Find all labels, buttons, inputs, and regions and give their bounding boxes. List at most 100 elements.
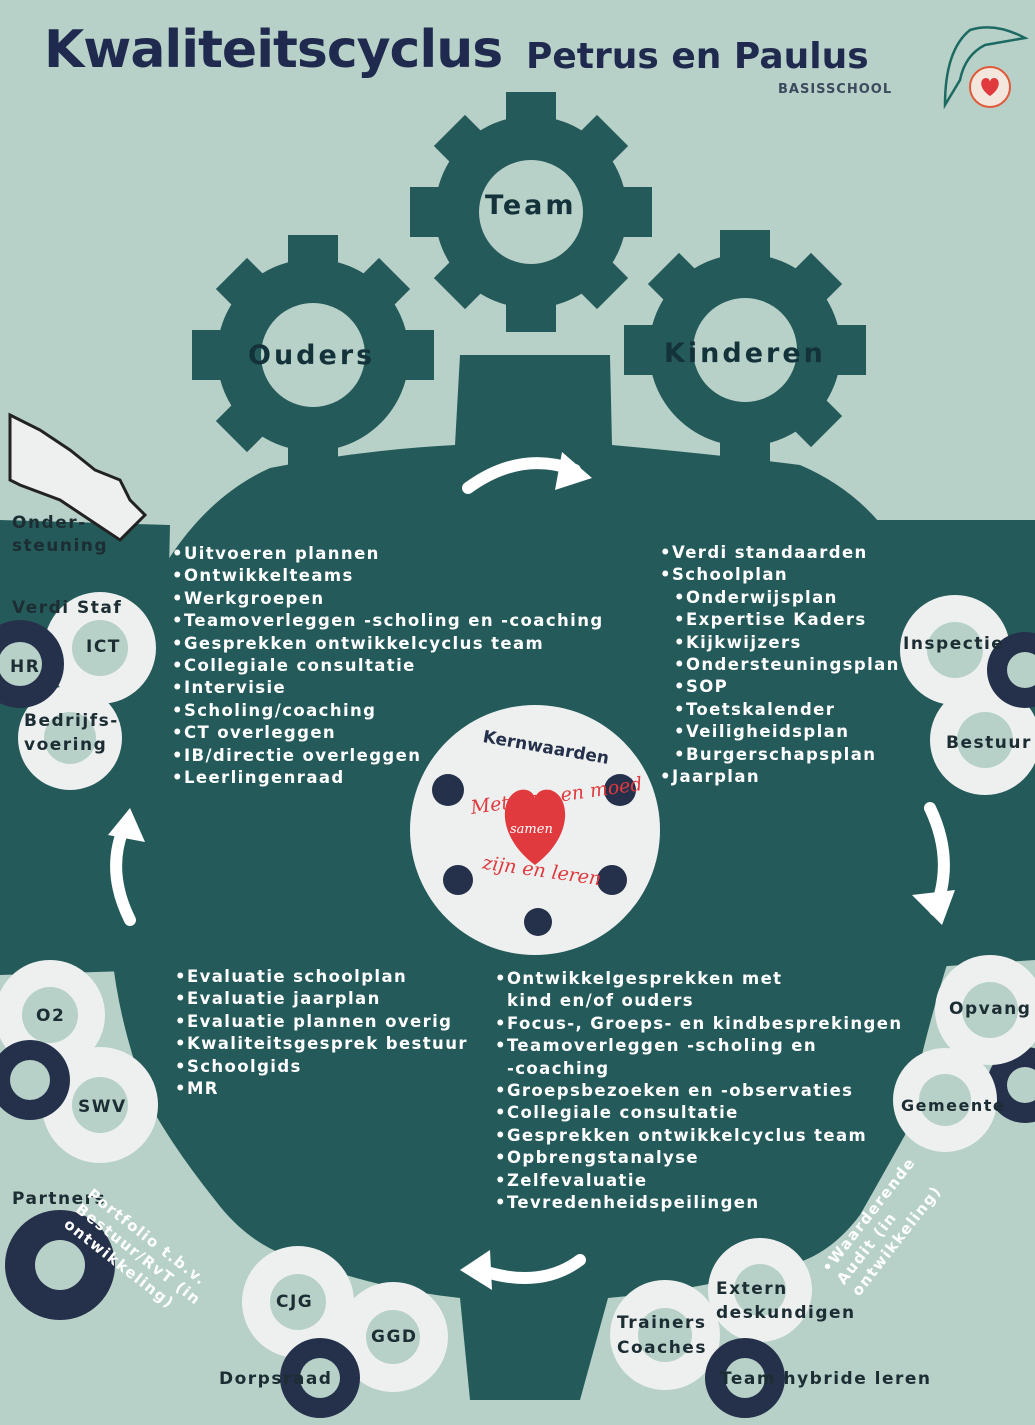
gear-partners-dark bbox=[0, 1040, 115, 1320]
verdi-staf-label: Verdi Staf bbox=[12, 598, 123, 618]
gear-kinderen bbox=[624, 230, 866, 470]
arrow-top-head-icon bbox=[555, 452, 592, 490]
arrow-bottom-icon bbox=[474, 1254, 586, 1284]
gear-cjg bbox=[242, 1246, 354, 1358]
list-item: •Gesprekken ontwikkelcyclus team bbox=[495, 1125, 868, 1145]
list-item: kind en/of ouders bbox=[507, 991, 694, 1011]
gemeente-label: Gemeente bbox=[901, 1096, 1006, 1115]
gear-label-ouders: Ouders bbox=[248, 340, 376, 371]
gear-hr bbox=[0, 620, 64, 708]
ggd-label: GGD bbox=[371, 1327, 418, 1347]
list-item: •Tevredenheidspeilingen bbox=[495, 1193, 760, 1213]
swv-label: SWV bbox=[78, 1097, 127, 1117]
list-item: •Expertise Kaders bbox=[674, 610, 867, 630]
gear-label-kinderen: Kinderen bbox=[664, 338, 826, 369]
gear-ouders bbox=[192, 235, 434, 475]
gear-team bbox=[410, 92, 652, 332]
list-item: •Toetskalender bbox=[674, 699, 836, 719]
bedrijfsvoering-label-2: voering bbox=[24, 735, 108, 755]
list-item: •Groepsbezoeken en -observaties bbox=[495, 1081, 854, 1101]
gear-bestuur bbox=[930, 685, 1035, 795]
list-item: •IB/directie overleggen bbox=[172, 745, 422, 765]
gear-gemeente bbox=[893, 1048, 997, 1152]
team-hybride-label: Team hybride leren bbox=[720, 1369, 932, 1389]
leaf-icon bbox=[604, 774, 636, 806]
extern-label-1: Extern bbox=[716, 1279, 788, 1299]
list-item: •Opbrengstanalyse bbox=[495, 1148, 700, 1168]
hr-label: HR bbox=[10, 657, 41, 677]
opvang-label: Opvang bbox=[949, 999, 1032, 1019]
list-plannen: •Verdi standaarden •Schoolplan•Onderwijsp… bbox=[660, 542, 900, 788]
list-item: •Collegiale consultatie bbox=[172, 656, 416, 676]
bird-logo-icon bbox=[943, 26, 1029, 110]
leaf-icon bbox=[443, 865, 473, 895]
list-item: •Evaluatie plannen overig bbox=[175, 1011, 453, 1031]
trainers-label: Trainers bbox=[617, 1313, 707, 1333]
list-item: •Burgerschapsplan bbox=[674, 744, 877, 764]
school-name: Petrus en Paulus bbox=[526, 36, 869, 77]
gear-right-dark bbox=[987, 632, 1035, 1123]
coaches-label: Coaches bbox=[617, 1338, 707, 1358]
list-evaluatie: •Evaluatie schoolplan•Evaluatie jaarplan… bbox=[175, 966, 468, 1100]
list-item: •Evaluatie jaarplan bbox=[175, 989, 381, 1009]
list-item: •MR bbox=[175, 1079, 219, 1099]
logo-heart-icon bbox=[981, 78, 999, 96]
gear-opvang bbox=[935, 955, 1035, 1065]
cjg-label: CJG bbox=[276, 1292, 314, 1312]
ict-label: ICT bbox=[86, 637, 121, 657]
list-item: •Ondersteuningsplan bbox=[674, 655, 900, 675]
list-item: •Onderwijsplan bbox=[674, 587, 838, 607]
leaf-icon bbox=[597, 865, 627, 895]
list-item: •Kijkwijzers bbox=[674, 632, 802, 652]
arrow-bottom-head-icon bbox=[460, 1250, 492, 1290]
gear-label-team: Team bbox=[485, 190, 577, 221]
list-item: •Gesprekken ontwikkelcyclus team bbox=[172, 633, 545, 653]
arrow-right-head-icon bbox=[912, 890, 955, 925]
list-item: •Collegiale consultatie bbox=[495, 1103, 739, 1123]
list-ontwikkelgesprekken: •Ontwikkelgesprekken met kind en/of ouder… bbox=[495, 968, 902, 1214]
poster-title: Kwaliteitscyclus bbox=[44, 20, 503, 80]
arrow-left-head-icon bbox=[108, 808, 145, 842]
list-item: •Schoolplan bbox=[660, 565, 789, 585]
list-item: •Scholing/coaching bbox=[172, 700, 377, 720]
list-item: •Ontwikkelgesprekken met bbox=[495, 969, 783, 988]
list-item: •Verdi standaarden bbox=[660, 543, 868, 562]
list-item: •Schoolgids bbox=[175, 1056, 302, 1076]
gear-ict bbox=[44, 592, 156, 704]
gear-trainers bbox=[610, 1280, 720, 1390]
gear-ondersteuning bbox=[8, 412, 148, 542]
heart-label: samen bbox=[510, 822, 553, 837]
list-item: •Focus-, Groeps- en kindbesprekingen bbox=[495, 1013, 903, 1033]
gear-team-hybride bbox=[705, 1338, 785, 1418]
ondersteuning-label-2: steuning bbox=[12, 536, 109, 556]
list-item: •Veiligheidsplan bbox=[674, 722, 850, 742]
gear-inspectie bbox=[900, 595, 1010, 705]
ondersteuning-label-1: Onder- bbox=[12, 513, 87, 533]
list-item: •Ontwikkelteams bbox=[172, 566, 354, 586]
gear-bedrijfsvoering bbox=[18, 686, 122, 790]
partners-label: Partners bbox=[12, 1189, 107, 1209]
o2-label: O2 bbox=[36, 1006, 66, 1026]
list-item: •Leerlingenraad bbox=[172, 768, 345, 788]
list-item: •Jaarplan bbox=[660, 767, 761, 787]
list-item: •Teamoverleggen -scholing en bbox=[495, 1036, 817, 1056]
list-item: •SOP bbox=[674, 677, 729, 697]
inspectie-label: Inspectie bbox=[903, 634, 1005, 654]
list-item: -coaching bbox=[507, 1058, 610, 1078]
list-item: •Kwaliteitsgesprek bestuur bbox=[175, 1034, 468, 1054]
list-item: •CT overleggen bbox=[172, 723, 337, 743]
gear-dorpsraad bbox=[280, 1338, 360, 1418]
gear-ggd bbox=[338, 1282, 448, 1392]
list-item: •Uitvoeren plannen bbox=[172, 544, 380, 563]
heart-icon bbox=[504, 789, 566, 865]
list-item: •Zelfevaluatie bbox=[495, 1170, 648, 1190]
list-uitvoeren: •Uitvoeren plannen•Ontwikkelteams•Werkgr… bbox=[172, 543, 604, 789]
extern-label-2: deskundigen bbox=[716, 1303, 856, 1323]
bestuur-label: Bestuur bbox=[946, 733, 1032, 753]
list-item: •Intervisie bbox=[172, 678, 287, 698]
list-item: •Teamoverleggen -scholing en -coaching bbox=[172, 611, 604, 631]
leaf-icon bbox=[524, 908, 552, 936]
bedrijfsvoering-label-1: Bedrijfs- bbox=[24, 711, 119, 731]
